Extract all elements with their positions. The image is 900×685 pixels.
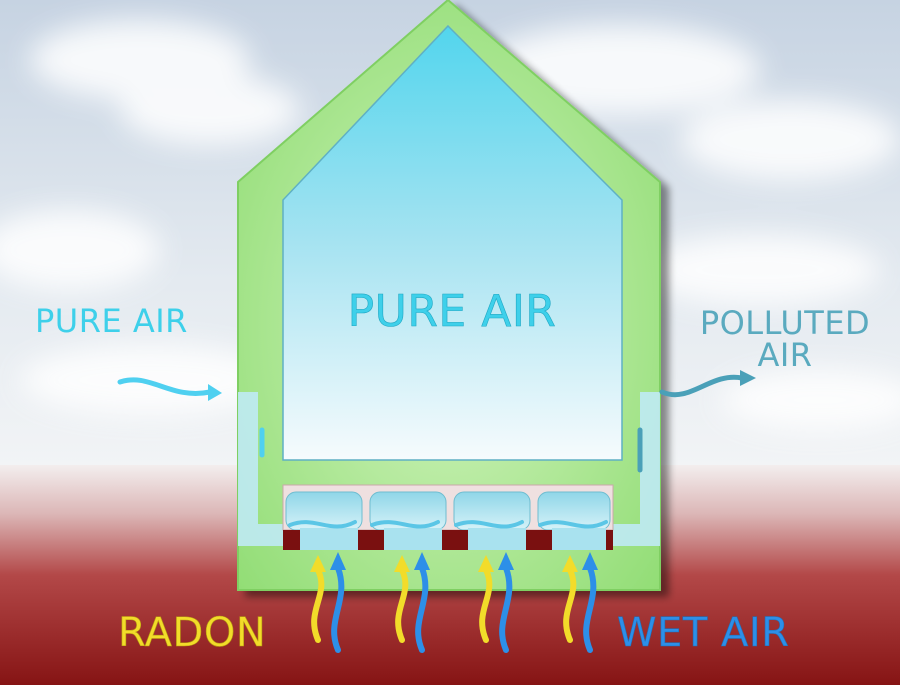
airflow-arrow-icon xyxy=(740,370,756,386)
wet-air-arrow-icon xyxy=(331,565,597,653)
label-pure-air-outside: PURE AIR xyxy=(35,302,188,340)
label-pure-air-inside: PURE AIR xyxy=(348,286,557,337)
label-polluted-air-line1: POLLUTED xyxy=(700,304,870,342)
label-radon: RADON xyxy=(118,610,266,656)
label-polluted-air-line2: AIR xyxy=(757,336,812,374)
airflow-arrow-icon xyxy=(208,384,222,401)
radon-arrow-icon xyxy=(311,567,577,643)
radon-arrow-heads xyxy=(310,555,578,572)
ventilation-channel xyxy=(238,392,660,546)
room-interior xyxy=(282,24,623,461)
airflow-channel-arrows xyxy=(288,520,608,529)
airflow-arrow-icon xyxy=(117,377,265,458)
label-wet-air: WET AIR xyxy=(617,610,789,656)
wet-air-arrow-heads xyxy=(330,552,598,570)
airflow-arrow-icon xyxy=(637,374,745,473)
